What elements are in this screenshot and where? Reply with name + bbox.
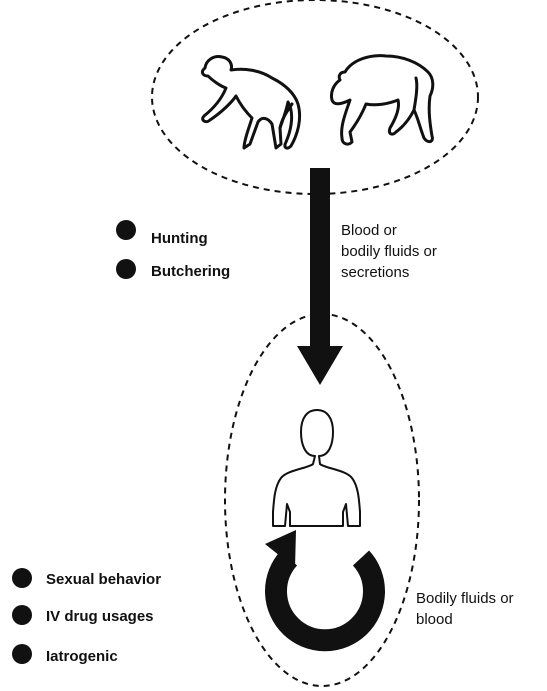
route-butchering: Butchering <box>151 262 230 281</box>
route-bullet <box>116 220 136 240</box>
fluids-label-primate-line-2: bodily fluids or <box>341 242 437 261</box>
fluids-label-human-line-2: blood <box>416 610 453 629</box>
fluids-label-primate-line-3: secretions <box>341 263 409 282</box>
route-hunting: Hunting <box>151 229 208 248</box>
fluids-label-primate-line-1: Blood or <box>341 221 397 240</box>
monkey-icon <box>202 57 299 149</box>
route-iv-drug-usages: IV drug usages <box>46 607 154 626</box>
route-bullet <box>116 259 136 279</box>
route-iatrogenic: Iatrogenic <box>46 647 118 666</box>
route-bullet <box>12 644 32 664</box>
route-bullet <box>12 605 32 625</box>
human-bust-icon <box>273 410 360 526</box>
recirculation-arrow <box>265 530 374 640</box>
route-sexual-behavior: Sexual behavior <box>46 570 161 589</box>
transmission-arrow <box>297 168 343 385</box>
route-bullet <box>12 568 32 588</box>
chimpanzee-icon <box>331 56 432 144</box>
fluids-label-human-line-1: Bodily fluids or <box>416 589 514 608</box>
